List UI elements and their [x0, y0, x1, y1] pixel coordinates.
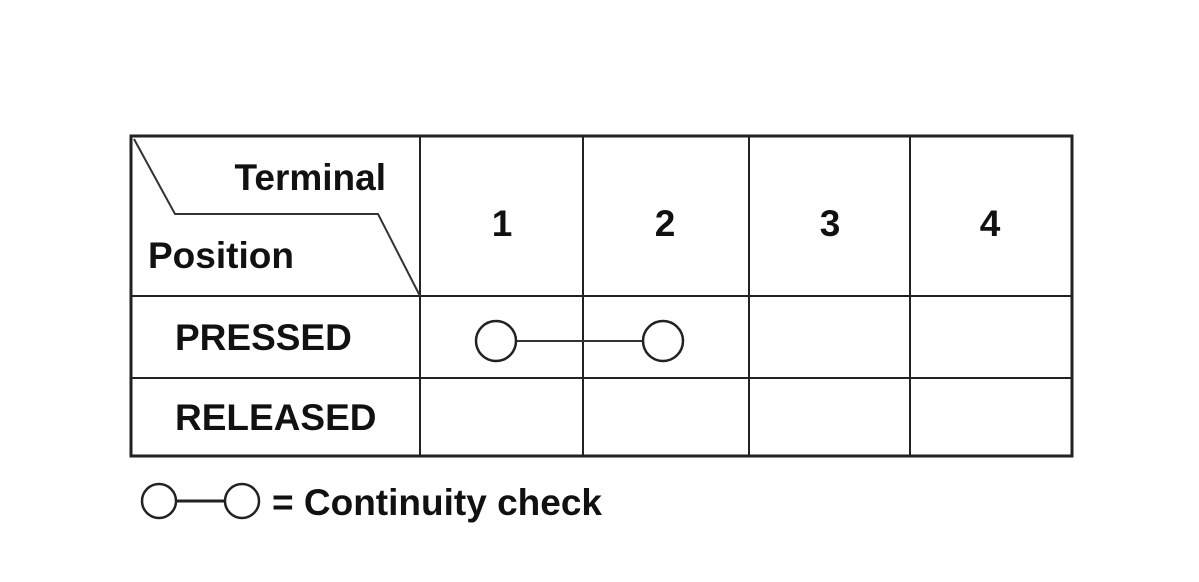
header-position-label: Position [148, 235, 294, 276]
header-terminal-label: Terminal [235, 157, 386, 198]
terminal-header-3: 3 [820, 203, 841, 244]
legend-circle-right [223, 482, 261, 520]
continuity-terminal-circle [641, 319, 685, 363]
row-label-released: RELEASED [175, 397, 376, 438]
continuity-terminal-circle [474, 319, 518, 363]
header-corner-diagonal [133, 138, 421, 297]
terminal-header-1: 1 [492, 203, 513, 244]
row-label-pressed: PRESSED [175, 317, 352, 358]
legend-circle-left [140, 482, 178, 520]
legend-continuity-symbol [140, 482, 261, 520]
legend: = Continuity check [140, 482, 602, 523]
legend-text: = Continuity check [272, 482, 602, 523]
terminal-header-4: 4 [980, 203, 1001, 244]
terminal-header-2: 2 [655, 203, 676, 244]
continuity-marker-pressed-1-2 [474, 319, 685, 363]
